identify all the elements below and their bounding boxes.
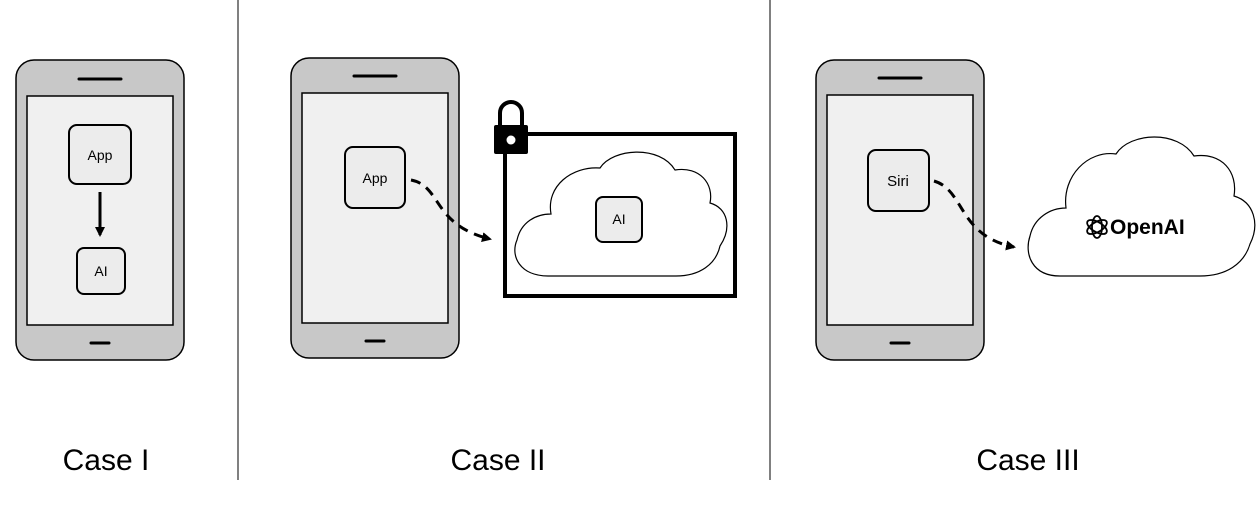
app-chip: App [344, 146, 406, 209]
padlock-icon [494, 100, 528, 154]
cloud-shape [1027, 136, 1256, 277]
case-label: Case I [63, 444, 150, 477]
ai-chip: AI [76, 247, 126, 295]
ai-chip-label: AI [94, 263, 107, 279]
case-2-group: App AI Case II [290, 57, 737, 477]
ai-chip: AI [595, 196, 643, 243]
case-label: Case III [976, 444, 1079, 477]
case-1-group: App AI Case I [15, 59, 185, 477]
siri-chip-label: Siri [887, 173, 909, 190]
case-label: Case II [450, 444, 545, 477]
case-3-group: Siri OpenAI Case III [815, 59, 1256, 477]
dashed-arrow-siri-to-cloud [933, 179, 1016, 251]
openai-label: OpenAI [1110, 216, 1185, 239]
siri-chip: Siri [867, 149, 930, 212]
dashed-arrow-app-to-cloud [410, 178, 492, 242]
ai-chip-label: AI [612, 211, 625, 227]
app-chip-label: App [363, 170, 388, 186]
app-chip: App [68, 124, 132, 185]
openai-logo-icon [1086, 215, 1108, 239]
app-chip-label: App [88, 147, 113, 163]
